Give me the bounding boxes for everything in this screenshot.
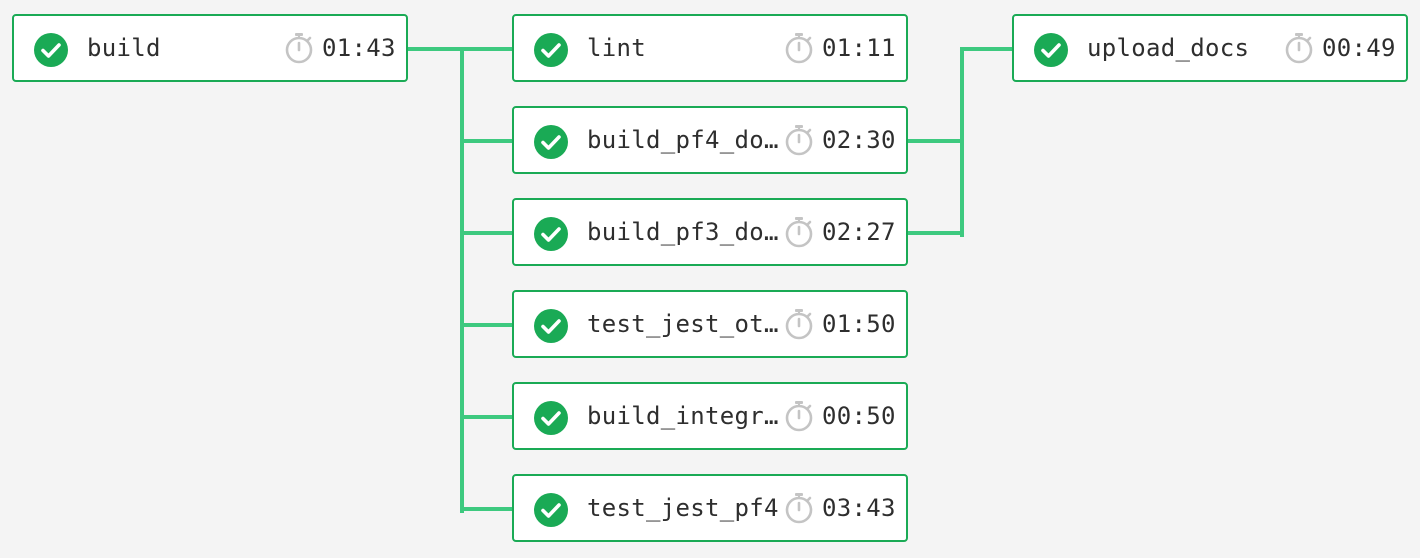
job-name: upload_docs: [1087, 34, 1250, 62]
job-name: test_jest_ot…: [587, 310, 779, 338]
job-duration: 03:43: [822, 494, 896, 522]
job-test-jest-other[interactable]: test_jest_ot… 01:50: [512, 290, 908, 358]
job-build-pf3-docs[interactable]: build_pf3_do… 02:27: [512, 198, 908, 266]
job-duration: 00:49: [1322, 34, 1396, 62]
job-build-integration[interactable]: build_integr… 00:50: [512, 382, 908, 450]
check-circle-icon: [534, 309, 568, 343]
job-lint[interactable]: lint 01:11: [512, 14, 908, 82]
job-duration: 00:50: [822, 402, 896, 430]
check-circle-icon: [534, 493, 568, 527]
check-circle-icon: [534, 125, 568, 159]
stopwatch-icon: [785, 33, 813, 64]
stopwatch-icon: [1285, 33, 1313, 64]
stopwatch-icon: [785, 493, 813, 524]
check-circle-icon: [534, 33, 568, 67]
check-circle-icon: [534, 401, 568, 435]
job-name: build: [87, 34, 161, 62]
stopwatch-icon: [785, 309, 813, 340]
job-name: lint: [587, 34, 646, 62]
job-duration: 01:11: [822, 34, 896, 62]
job-name: build_pf4_do…: [587, 126, 779, 154]
job-duration: 02:30: [822, 126, 896, 154]
stopwatch-icon: [285, 33, 313, 64]
job-name: build_pf3_do…: [587, 218, 779, 246]
stopwatch-icon: [785, 217, 813, 248]
job-build-pf4-docs[interactable]: build_pf4_do… 02:30: [512, 106, 908, 174]
job-name: test_jest_pf4: [587, 494, 779, 522]
check-circle-icon: [1034, 33, 1068, 67]
job-build[interactable]: build 01:43: [12, 14, 408, 82]
job-duration: 01:43: [322, 34, 396, 62]
stopwatch-icon: [785, 401, 813, 432]
check-circle-icon: [34, 33, 68, 67]
stopwatch-icon: [785, 125, 813, 156]
job-duration: 01:50: [822, 310, 896, 338]
check-circle-icon: [534, 217, 568, 251]
job-duration: 02:27: [822, 218, 896, 246]
job-upload-docs[interactable]: upload_docs 00:49: [1012, 14, 1408, 82]
job-name: build_integr…: [587, 402, 779, 430]
job-test-jest-pf4[interactable]: test_jest_pf4 03:43: [512, 474, 908, 542]
